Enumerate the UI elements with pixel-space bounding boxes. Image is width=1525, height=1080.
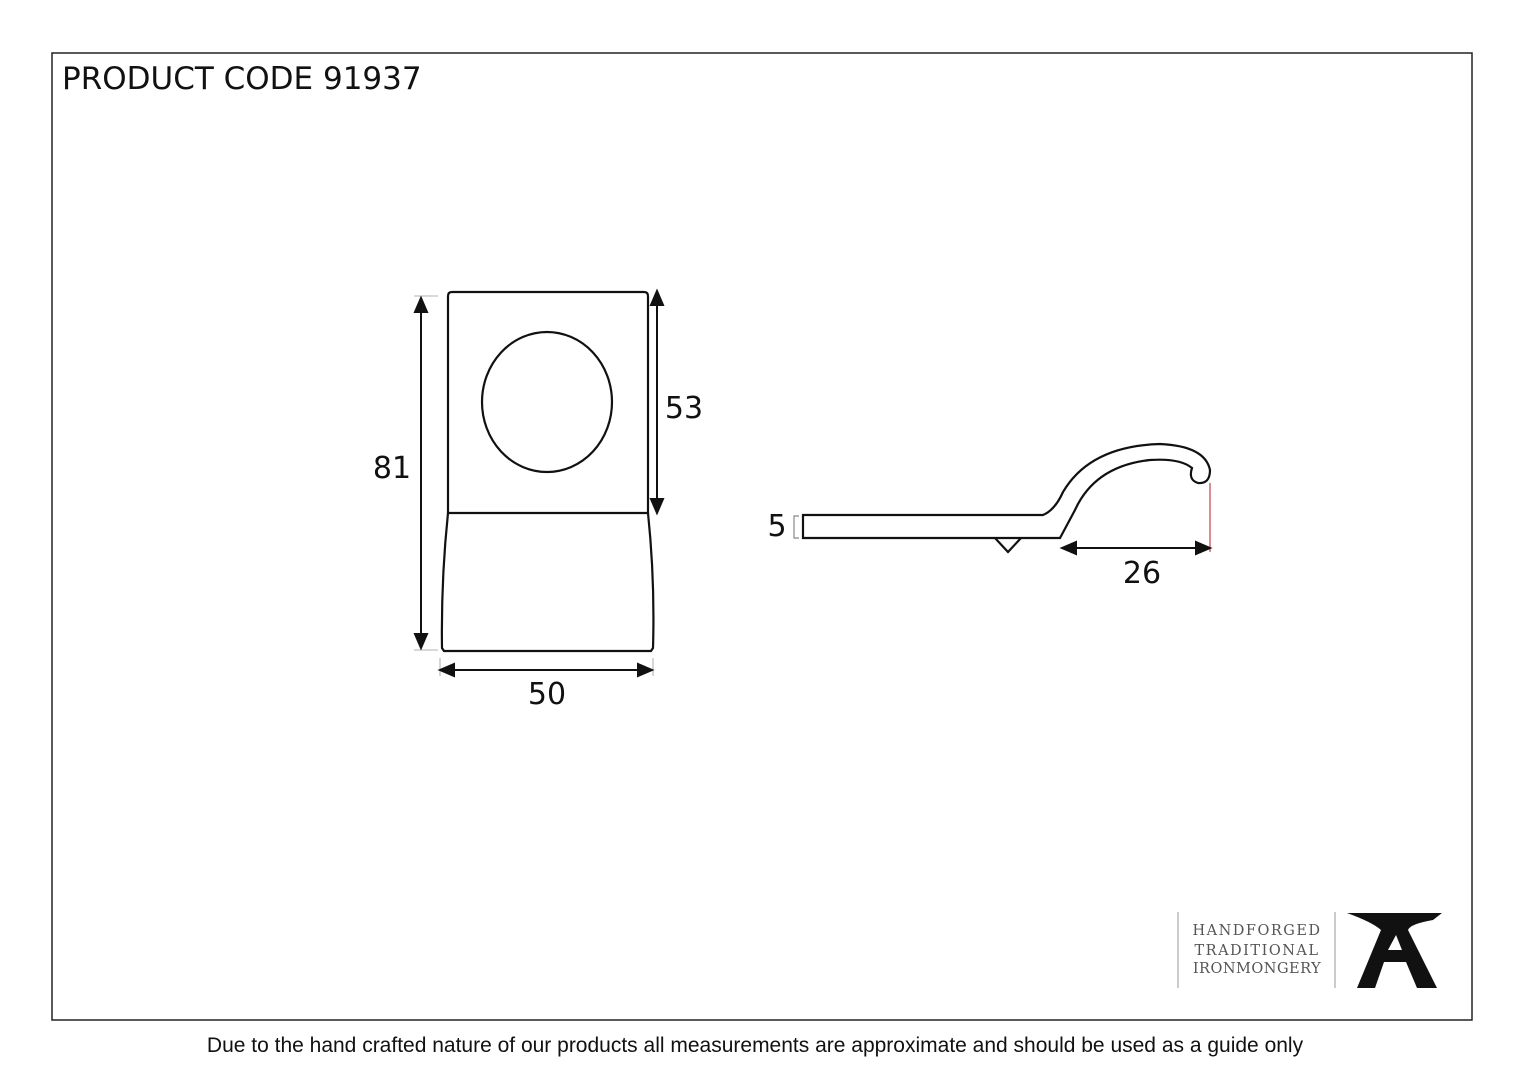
side-profile [801, 442, 1212, 540]
disclaimer-footer: Due to the hand crafted nature of our pr… [206, 1034, 1304, 1057]
dimension-53-label: 53 [665, 391, 703, 426]
anvil-a-icon [1347, 913, 1442, 988]
side-view [801, 442, 1212, 554]
dimension-53 [649, 288, 665, 516]
product-code-title: PRODUCT CODE 91937 [62, 61, 422, 97]
dimension-50 [437, 658, 655, 678]
drawing-border [51, 52, 1473, 1021]
front-pull-base [440, 512, 655, 653]
cylinder-hole [480, 330, 614, 474]
dimension-50-label: 50 [528, 677, 566, 712]
dimension-26-label: 26 [1123, 556, 1161, 591]
dimension-81 [413, 295, 438, 651]
dimension-5-label: 5 [767, 509, 786, 544]
logo-line-3: IRONMONGERY [1193, 961, 1321, 977]
logo-line-1: HANDFORGED [1192, 923, 1321, 939]
front-top-plate [446, 290, 650, 515]
logo-line-2: TRADITIONAL [1195, 943, 1320, 959]
front-view [440, 290, 655, 653]
dimension-81-label: 81 [373, 451, 411, 486]
brand-logo: HANDFORGED TRADITIONAL IRONMONGERY [1177, 912, 1442, 988]
dimension-26 [1059, 540, 1213, 556]
fixing-lug [994, 537, 1022, 554]
dimension-5-bracket [793, 515, 799, 539]
